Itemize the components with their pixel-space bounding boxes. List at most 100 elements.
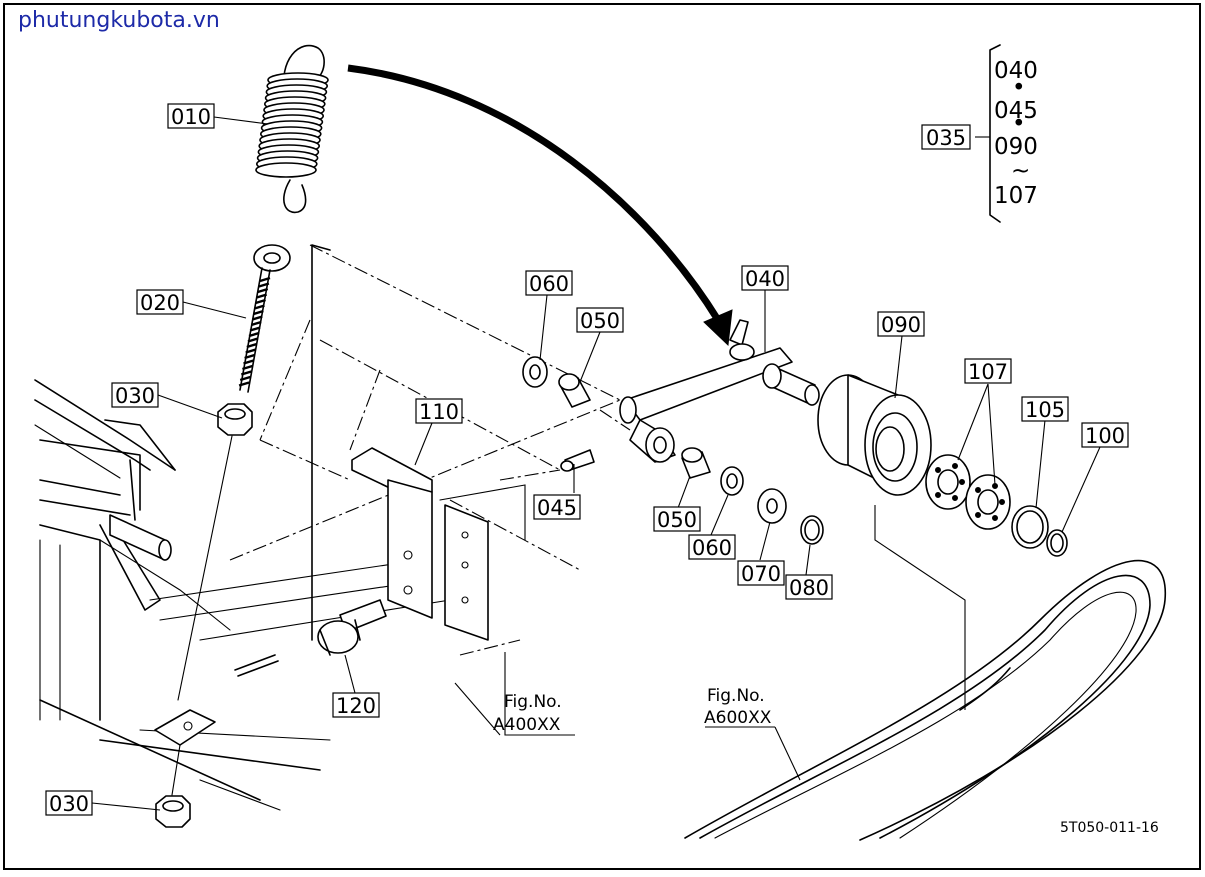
label-110-text: 110 (419, 400, 459, 424)
diagram-ref-code: 5T050-011-16 (1060, 820, 1159, 836)
bolt-thread (253, 309, 264, 316)
group-035-item-2: 045 (994, 98, 1038, 124)
label-050-top-text: 050 (580, 309, 620, 333)
bolt-thread (259, 276, 271, 283)
washer-070 (757, 488, 787, 524)
label-035: 035 (921, 124, 971, 150)
group-035-sep-2: • (1012, 111, 1026, 137)
label-060-bottom: 060 (688, 534, 736, 560)
bolt-thread (247, 337, 259, 343)
label-100: 100 (1081, 422, 1129, 448)
snap-ring-080 (800, 515, 824, 545)
bolt-thread (239, 375, 251, 382)
label-107-text: 107 (968, 360, 1008, 384)
label-035-text: 035 (926, 126, 966, 150)
tension-spring-010 (255, 44, 329, 214)
bolt-thread (250, 320, 262, 327)
bolt-thread (245, 348, 257, 354)
bolt-thread (254, 304, 265, 310)
mower-frame-structure (34, 379, 451, 811)
label-020: 020 (136, 289, 184, 315)
label-030-bottom: 030 (45, 790, 93, 816)
label-060-top: 060 (525, 270, 573, 296)
bolt-thread (248, 331, 260, 338)
bolt-thread (238, 381, 250, 387)
fig-ref-right-caption: Fig.No. (707, 686, 765, 706)
assembly-arrow (347, 64, 721, 322)
site-watermark: phutungkubota.vn (18, 8, 220, 33)
bolt-thread (249, 326, 261, 332)
label-045: 045 (533, 494, 581, 520)
label-050-bottom-text: 050 (657, 508, 697, 532)
nut-030-bottom (155, 795, 191, 828)
rod-centerline (177, 435, 233, 701)
label-030-top-text: 030 (115, 384, 155, 408)
pin-120 (317, 599, 387, 656)
label-080-text: 080 (789, 576, 829, 600)
rod-centerline-lower (171, 744, 181, 796)
label-020-text: 020 (140, 291, 180, 315)
label-060-top-text: 060 (529, 272, 569, 296)
eye-bolt-020 (238, 244, 291, 393)
label-040-text: 040 (745, 267, 785, 291)
label-010: 010 (167, 103, 215, 129)
label-070-text: 070 (741, 562, 781, 586)
label-105: 105 (1021, 396, 1069, 422)
group-035-brace (989, 44, 1001, 223)
bolt-thread (255, 298, 266, 305)
group-035-item-4: 107 (994, 183, 1038, 209)
idler-pulley-090 (817, 374, 932, 496)
bolt-thread (257, 287, 269, 294)
fig-ref-left-caption: Fig.No. (504, 692, 562, 712)
bushing-050-top (558, 373, 591, 408)
group-035-sep-1: • (1012, 75, 1026, 101)
label-050-bottom: 050 (653, 506, 701, 532)
washer-060-top (522, 356, 548, 388)
group-035-item-3: 090 (994, 134, 1038, 160)
ball-bearing-107-a (925, 454, 971, 510)
label-045-text: 045 (537, 496, 577, 520)
bolt-thread (251, 315, 263, 321)
bolt-thread (258, 282, 270, 288)
label-105-text: 105 (1025, 398, 1065, 422)
label-030-bottom-text: 030 (49, 792, 89, 816)
bolt-thread (243, 359, 254, 365)
label-070: 070 (737, 560, 785, 586)
label-050-top: 050 (576, 307, 624, 333)
cover-plate-outline (311, 244, 331, 641)
fig-ref-right-number: A600XX (704, 708, 772, 728)
snap-ring-105 (1011, 505, 1049, 549)
group-035-sep-3: ~ (1011, 158, 1030, 184)
label-120: 120 (332, 692, 380, 718)
label-120-text: 120 (336, 694, 376, 718)
label-110: 110 (415, 398, 463, 424)
label-030-top: 030 (111, 382, 159, 408)
label-040: 040 (741, 265, 789, 291)
bushing-050-bottom (681, 447, 711, 479)
v-belt (684, 559, 1166, 841)
drawing-frame (3, 3, 1201, 870)
washer-060-bottom (720, 466, 744, 496)
bolt-thread (242, 364, 253, 371)
leader-lines (91, 116, 1101, 811)
spring-coil (255, 162, 317, 178)
label-060-bottom-text: 060 (692, 536, 732, 560)
bolt-thread (246, 342, 258, 349)
bolt-thread (244, 353, 255, 360)
fig-ref-left-number: A400XX (493, 715, 561, 735)
label-100-text: 100 (1085, 424, 1125, 448)
snap-ring-100 (1046, 529, 1068, 557)
label-107: 107 (964, 358, 1012, 384)
tension-arm-040 (619, 319, 820, 463)
label-080: 080 (785, 574, 833, 600)
grease-nipple-045 (560, 449, 595, 472)
arrow-head (703, 309, 733, 347)
ball-bearing-107-b (965, 474, 1011, 530)
bolt-thread (256, 293, 268, 299)
nut-030-top (217, 403, 253, 436)
label-090: 090 (877, 311, 925, 337)
group-035-item-1: 040 (994, 58, 1038, 84)
label-090-text: 090 (881, 313, 921, 337)
